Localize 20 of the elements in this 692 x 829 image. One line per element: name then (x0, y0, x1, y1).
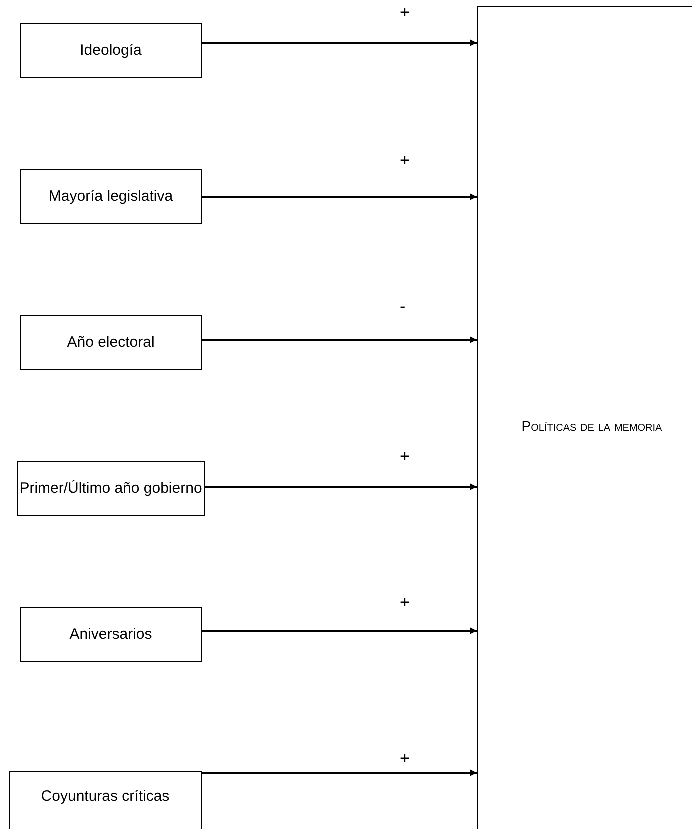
arrow (202, 336, 477, 344)
outcome-box (477, 6, 692, 829)
factor-box (20, 169, 202, 224)
factor-box (20, 315, 202, 370)
factor-box (20, 607, 202, 662)
factor-label: Primer/Último año gobierno (20, 480, 202, 497)
arrow (205, 484, 477, 490)
arrow (202, 194, 477, 200)
factor-box (20, 23, 202, 78)
factor-box (17, 461, 205, 516)
factor-label: Aniversarios (70, 626, 152, 643)
factor-label: Ideología (80, 42, 142, 59)
factor-box (9, 771, 202, 829)
arrow (202, 770, 477, 776)
arrow (202, 628, 477, 634)
outcome-label: Políticas de la memoria (522, 416, 662, 436)
factor-label: Coyunturas críticas (41, 788, 170, 805)
factor-label: Mayoría legislativa (48, 188, 174, 205)
arrow (202, 40, 477, 46)
factor-label: Año electoral (67, 334, 155, 351)
